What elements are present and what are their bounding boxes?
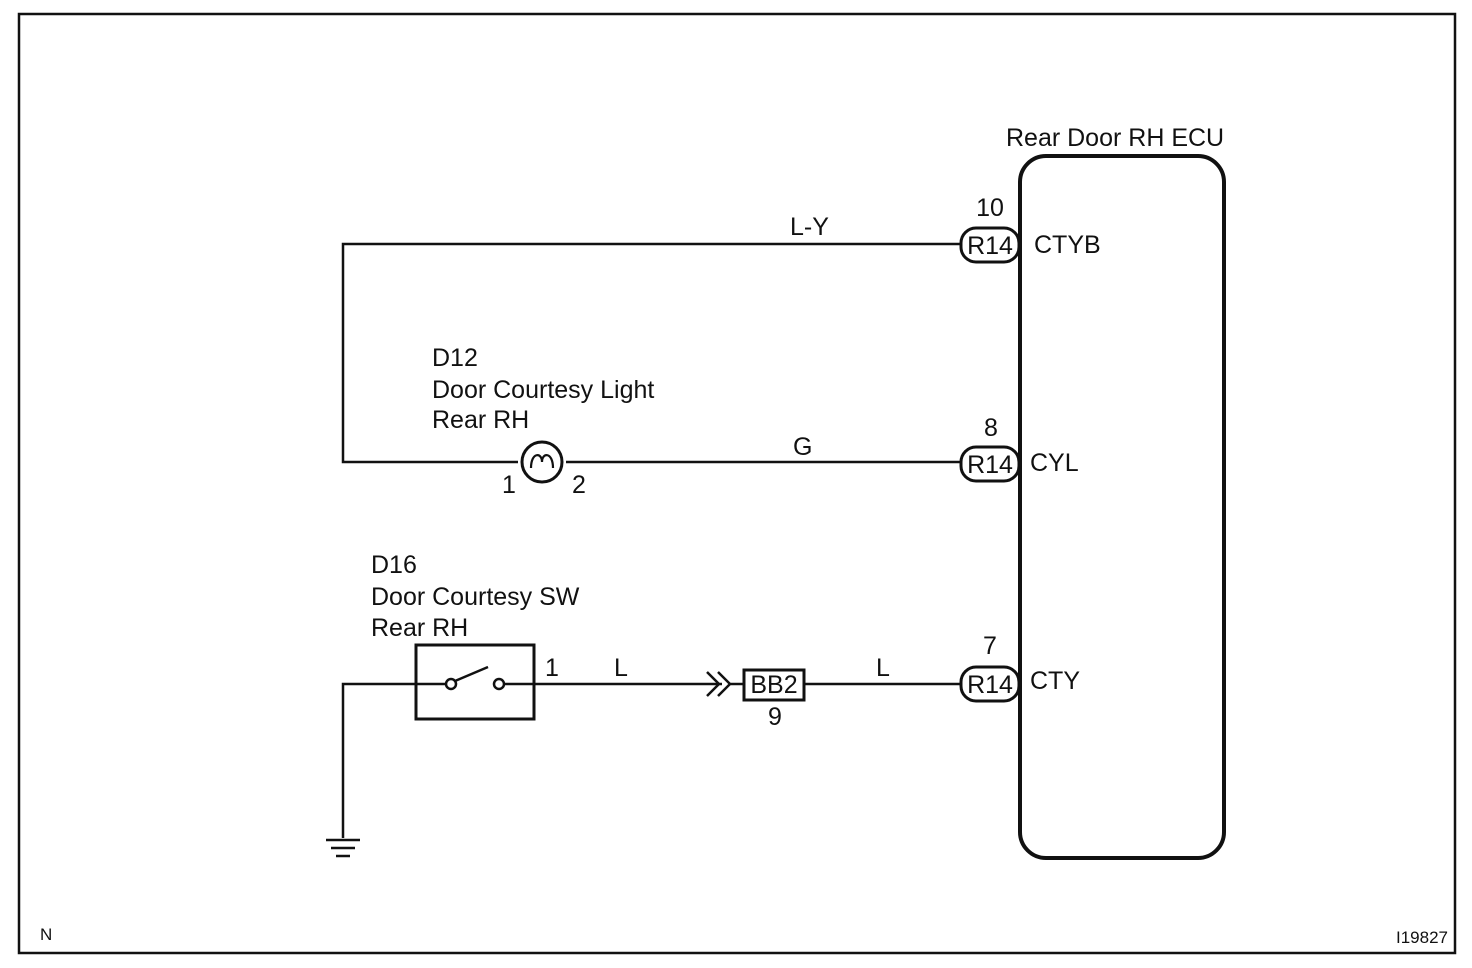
switch-name: Door Courtesy SW <box>371 583 580 611</box>
lamp-icon <box>520 440 564 484</box>
wire-label-cty-ecu: L <box>876 654 890 682</box>
wire-label-ctyb: L-Y <box>790 213 829 241</box>
figure-id: I19827 <box>1396 928 1448 947</box>
footer-left-mark: N <box>40 925 52 944</box>
switch-terminal-1: 1 <box>545 654 559 682</box>
connector-label: R14 <box>967 451 1013 479</box>
ecu-title: Rear Door RH ECU <box>1006 124 1224 152</box>
connector-r14-pin8: R14 <box>959 445 1021 483</box>
junction-connector-bb2: BB2 <box>742 668 806 702</box>
diagram-frame <box>17 12 1457 955</box>
wire-ground <box>341 682 416 838</box>
pin-number-8: 8 <box>984 414 998 442</box>
pin-number-10: 10 <box>976 194 1004 222</box>
wire-ctyb <box>341 242 962 464</box>
terminal-ctyb: CTYB <box>1034 231 1101 259</box>
light-name: Door Courtesy Light <box>432 376 654 404</box>
connector-r14-pin10: R14 <box>959 226 1021 264</box>
light-code: D12 <box>432 344 478 372</box>
ground-icon <box>326 838 360 858</box>
junction-pin: 9 <box>768 703 782 731</box>
light-terminal-2: 2 <box>572 471 586 499</box>
switch-location: Rear RH <box>371 614 468 642</box>
connector-label: R14 <box>967 671 1013 699</box>
terminal-cty: CTY <box>1030 667 1080 695</box>
junction-label: BB2 <box>750 671 797 699</box>
pin-number-7: 7 <box>983 632 997 660</box>
wire-label-cty-switch: L <box>614 654 628 682</box>
switch-icon <box>414 643 536 721</box>
connector-label: R14 <box>967 232 1013 260</box>
ecu-box <box>1018 154 1226 860</box>
light-location: Rear RH <box>432 406 529 434</box>
switch-code: D16 <box>371 551 417 579</box>
connector-r14-pin7: R14 <box>959 665 1021 703</box>
wire-label-cyl: G <box>793 433 812 461</box>
terminal-cyl: CYL <box>1030 449 1079 477</box>
light-terminal-1: 1 <box>502 471 516 499</box>
